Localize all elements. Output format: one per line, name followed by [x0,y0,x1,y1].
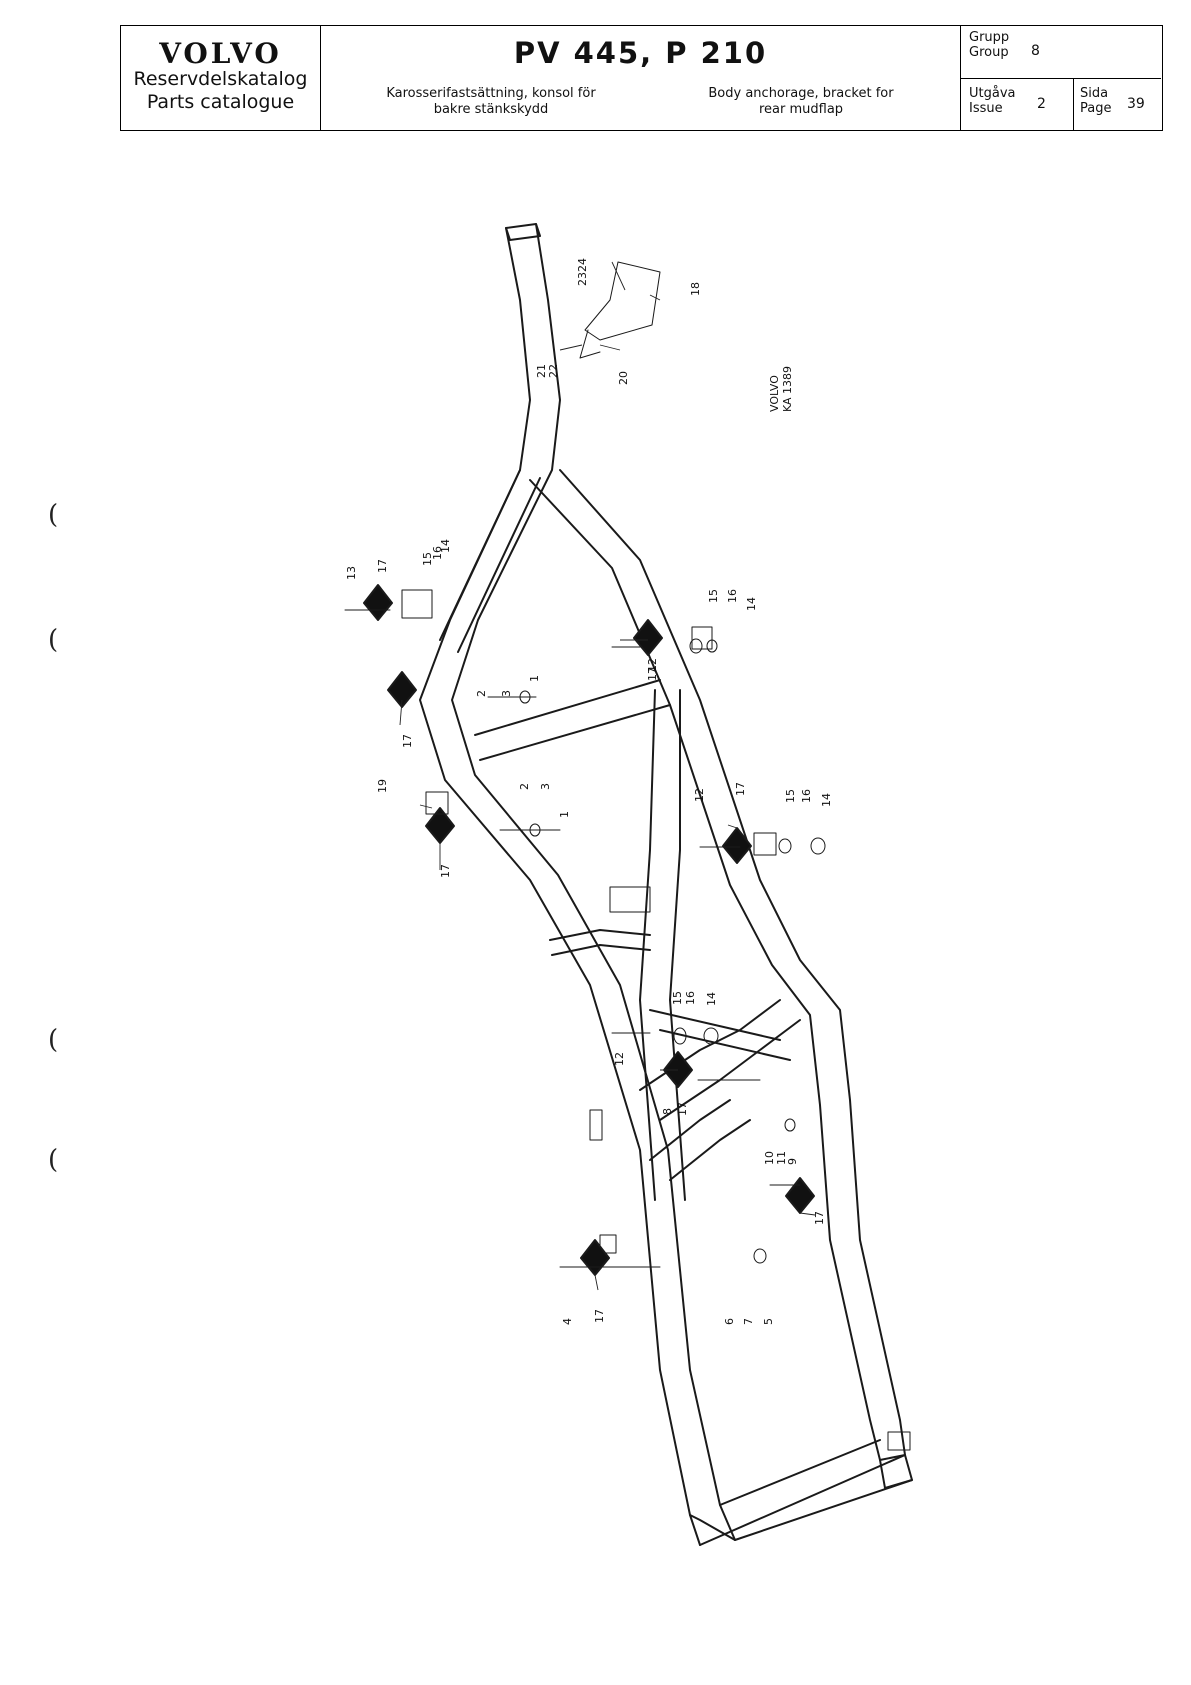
title-block: VOLVO Reservdelskatalog Parts catalogue … [120,25,1163,131]
callout-4: 4 [561,1318,574,1325]
mount-pad [425,807,455,844]
mount-pad [785,1177,815,1214]
callout-7: 7 [742,1318,755,1325]
callout-15: 15 [707,589,720,603]
callout-17: 17 [376,559,389,573]
page-label-sv: Sida [1080,86,1109,101]
drawing-ref-line1: VOLVO [768,375,781,412]
callout-16: 16 [431,546,444,560]
group-label: Grupp Group [969,30,1009,60]
margin-mark: ( [48,1025,59,1055]
title-cell: PV 445, P 210 Karosserifastsättning, kon… [321,26,961,130]
callout-17: 17 [401,734,414,748]
callout-1: 1 [528,675,541,682]
description-sv: Karosserifastsättning, konsol för bakre … [341,86,641,118]
description-en-line2: rear mudflap [758,102,844,117]
callout-22: 22 [547,364,560,378]
frame-exploded-drawing: 1 2 3 1 2 3 4 5 6 7 8 9 10 11 12 12 12 1… [344,223,913,1546]
brand-logo: VOLVO [159,37,282,70]
callout-16: 16 [726,589,739,603]
callout-2: 2 [475,690,488,697]
callout-3: 3 [500,690,513,697]
callout-12: 12 [646,658,659,672]
page-label-en: Page [1080,101,1112,116]
mount-pad [363,584,393,621]
description-sv-line1: Karosserifastsättning, konsol för [386,86,596,101]
description-en: Body anchorage, bracket for rear mudflap [651,86,951,118]
mount-pad [580,1239,610,1276]
mount-pad [387,671,417,708]
catalog-title-sv: Reservdelskatalog [133,68,308,90]
mount-pad [633,619,663,656]
mount-pad [663,1051,693,1088]
frame-outline [344,223,913,1546]
callout-21: 21 [535,364,548,378]
callout-23: 23 [576,272,589,286]
callout-9: 9 [786,1158,799,1165]
drawing-ref-line2: KA 1389 [781,366,794,412]
callout-18: 18 [689,282,702,296]
issue-cell: Utgåva Issue 2 [961,79,1074,130]
callout-14: 14 [705,992,718,1006]
callout-14: 14 [745,597,758,611]
description-sv-line2: bakre stänkskydd [433,102,549,117]
callout-17: 17 [646,667,659,681]
drawing-reference: VOLVO KA 1389 [768,366,794,412]
callout-14: 14 [820,793,833,807]
issue-label-sv: Utgåva [969,86,1016,101]
margin-mark: ( [48,625,59,655]
issue-label: Utgåva Issue [969,86,1016,116]
callout-12: 12 [693,788,706,802]
callout-17: 17 [439,864,452,878]
group-label-sv: Grupp [969,30,1010,45]
callout-17: 17 [734,782,747,796]
callout-8: 8 [661,1108,674,1115]
page-cell: Sida Page 39 [1074,79,1162,130]
callout-labels: 1 2 3 1 2 3 4 5 6 7 8 9 10 11 12 12 12 1… [345,258,833,1325]
leader-lines [399,261,816,1291]
issue-value: 2 [1037,96,1046,112]
model-title: PV 445, P 210 [513,36,768,70]
brand-cell: VOLVO Reservdelskatalog Parts catalogue [121,26,321,130]
page-label: Sida Page [1080,86,1111,116]
issue-label-en: Issue [969,101,1003,116]
callout-17: 17 [813,1211,826,1225]
callout-2: 2 [518,783,531,790]
group-label-en: Group [969,45,1009,60]
group-cell: Grupp Group 8 [961,26,1161,79]
callout-15: 15 [671,991,684,1005]
margin-mark: ( [48,500,59,530]
catalog-title-en: Parts catalogue [146,91,295,113]
callout-17: 17 [593,1309,606,1323]
callout-24: 24 [576,258,589,272]
callout-16: 16 [684,991,697,1005]
callout-15: 15 [421,552,434,566]
callout-11: 11 [775,1151,788,1165]
page-value: 39 [1127,96,1145,112]
callout-6: 6 [723,1318,736,1325]
group-value: 8 [1031,43,1040,59]
callout-10: 10 [763,1151,776,1165]
callout-20: 20 [617,371,630,385]
callout-12: 12 [613,1052,626,1066]
margin-mark: ( [48,1145,59,1175]
callout-19: 19 [376,779,389,793]
callout-5: 5 [762,1318,775,1325]
callout-14: 14 [439,539,452,553]
mount-pad [722,827,752,864]
callout-15: 15 [784,789,797,803]
callout-1: 1 [558,811,571,818]
callout-13: 13 [345,566,358,580]
callout-3: 3 [539,783,552,790]
description-en-line1: Body anchorage, bracket for [708,86,894,101]
callout-16: 16 [800,789,813,803]
callout-17: 17 [676,1102,689,1116]
